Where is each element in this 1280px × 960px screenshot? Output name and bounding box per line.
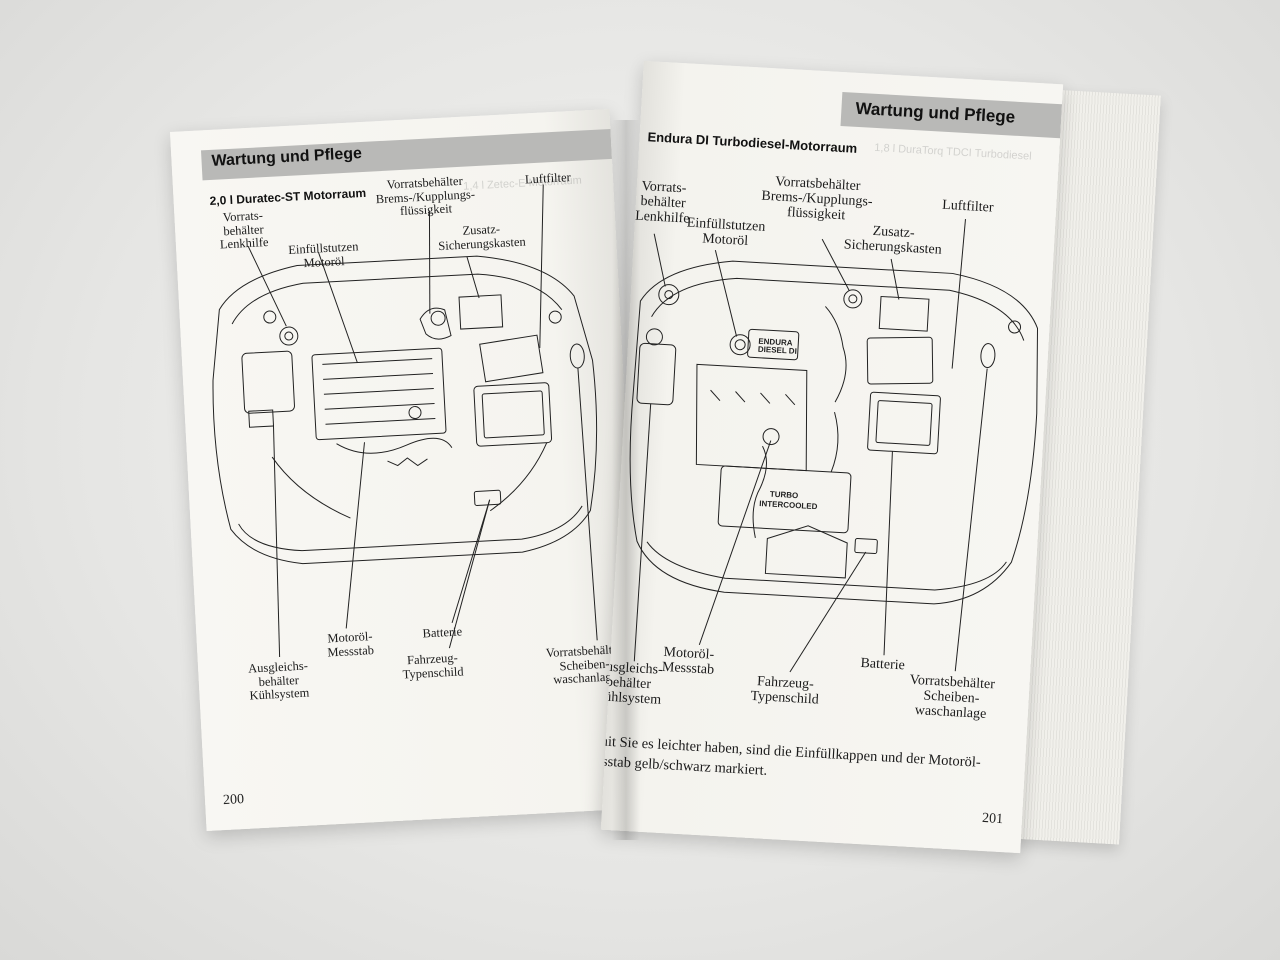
label-ausgleichsbehaelter: Ausgleichs- behälter Kühlsystem [247,658,310,703]
label-motoroel-messstab-r: Motoröl- Messstab [661,644,715,678]
label-zusatz-sicherungskasten-r: Zusatz- Sicherungskasten [843,223,943,258]
label-fahrzeug-typenschild: Fahrzeug- Typenschild [402,650,464,682]
label-einfuellstutzen-motoroel-r: Einfüllstutzen Motoröl [686,215,766,249]
turbo-badge-line2: INTERCOOLED [759,499,818,511]
label-luftfilter-r: Luftfilter [941,197,994,216]
turbo-badge-line1: TURBO [770,490,799,501]
label-luftfilter: Luftfilter [524,170,572,187]
duratec-engine-diagram [170,109,646,831]
label-vorrats-lenkhilfe: Vorrats- behälter Lenkhilfe [219,208,269,252]
label-bremsfluessigkeit-r: Vorratsbehälter Brems-/Kupplungs- flüssi… [761,174,873,224]
label-batterie-r: Batterie [860,655,906,674]
endura-badge-line1: ENDURA [758,337,793,348]
left-page-number: 200 [222,792,245,809]
label-bremsfluessigkeit: Vorratsbehälter Brems-/Kupplungs- flüssi… [375,173,476,219]
endura-badge-line2: DIESEL DI [758,345,797,356]
endura-di-engine-diagram: ENDURA DIESEL DI TURBO INTERCOOLED [601,61,1063,853]
book-gutter [612,120,640,840]
label-batterie: Batterie [422,624,463,641]
label-zusatz-sicherungskasten: Zusatz- Sicherungskasten [437,221,527,253]
label-vorrats-lenkhilfe-r: Vorrats- behälter Lenkhilfe [634,178,690,227]
right-page-number: 201 [981,810,1004,828]
label-fahrzeug-typenschild-r: Fahrzeug- Typenschild [750,674,820,708]
right-page: Wartung und Pflege Endura DI Turbodiesel… [600,60,1064,854]
label-motoroel-messstab: Motoröl- Messstab [327,629,375,659]
label-einfuellstutzen-motoroel: Einfüllstutzen Motoröl [287,239,359,270]
label-scheibenwaschanlage-r: Vorratsbehälter Scheiben- waschanlage [909,672,996,723]
left-page: Wartung und Pflege 2,0 l Duratec-ST Moto… [169,108,647,832]
